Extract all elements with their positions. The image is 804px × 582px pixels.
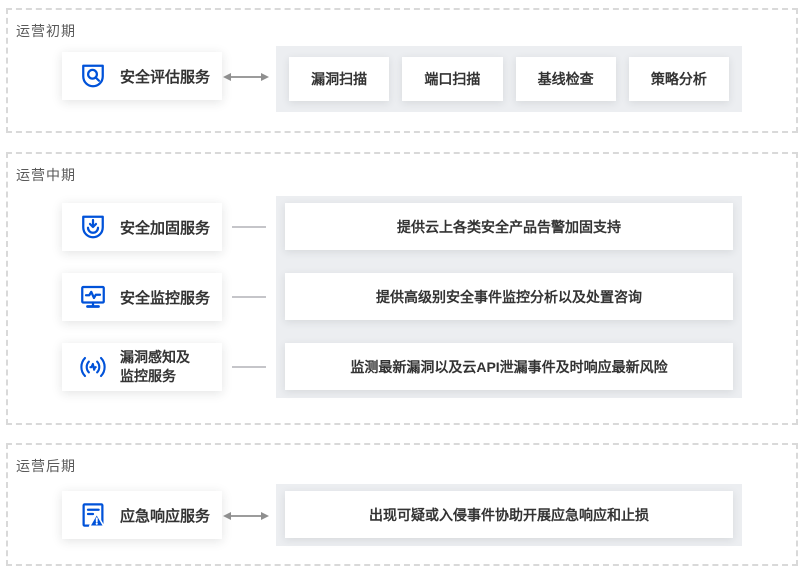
service-card-vuln-awareness: 漏洞感知及 监控服务: [62, 343, 222, 391]
item-vulnerability-scan: 漏洞扫描: [289, 57, 390, 101]
item-baseline-check: 基线检查: [515, 57, 616, 101]
doc-alert-icon: [78, 500, 108, 530]
service-card-label: 安全监控服务: [120, 289, 211, 307]
service-card-label: 安全加固服务: [120, 219, 211, 237]
section-mid-phase: 运营中期 安全加固服务 安全监控服务: [6, 152, 798, 425]
service-card-security-assessment: 安全评估服务: [62, 52, 222, 100]
section-title-mid: 运营中期: [16, 167, 76, 183]
service-card-label: 漏洞感知及 监控服务: [120, 348, 190, 386]
item-policy-analysis: 策略分析: [628, 57, 729, 101]
service-card-label-line2: 监控服务: [120, 368, 176, 384]
service-card-label: 应急响应服务: [120, 507, 211, 525]
shield-download-icon: [78, 212, 108, 242]
service-card-security-hardening: 安全加固服务: [62, 203, 222, 251]
item-port-scan: 端口扫描: [402, 57, 503, 101]
connector-line: [232, 366, 266, 368]
mid-phase-descriptions-panel: 提供云上各类安全产品告警加固支持 提供高级别安全事件监控分析以及处置咨询 监测最…: [276, 196, 742, 398]
service-card-label-line1: 漏洞感知及: [120, 349, 190, 365]
connector-line: [232, 226, 266, 228]
section-title-late: 运营后期: [16, 458, 76, 474]
assessment-items-panel: 漏洞扫描 端口扫描 基线检查 策略分析: [276, 46, 742, 112]
service-card-security-monitoring: 安全监控服务: [62, 273, 222, 321]
description-vuln-awareness: 监测最新漏洞以及云API泄漏事件及时响应最新风险: [285, 343, 733, 390]
service-card-emergency-response: 应急响应服务: [62, 491, 222, 539]
description-hardening: 提供云上各类安全产品告警加固支持: [285, 203, 733, 250]
description-emergency-response: 出现可疑或入侵事件协助开展应急响应和止损: [285, 491, 733, 538]
connector-line: [232, 296, 266, 298]
double-arrow-icon: [223, 509, 269, 521]
section-title-early: 运营初期: [16, 23, 76, 39]
service-card-label: 安全评估服务: [120, 68, 211, 86]
monitor-pulse-icon: [78, 282, 108, 312]
double-arrow-icon: [223, 70, 269, 82]
section-late-phase: 运营后期 应急响应服务 出现可疑或入侵事件协助开展应急响应和止损: [6, 443, 798, 566]
late-phase-descriptions-panel: 出现可疑或入侵事件协助开展应急响应和止损: [276, 484, 742, 546]
section-early-phase: 运营初期 安全评估服务 漏洞扫描 端口扫描 基线检查 策略分析: [6, 8, 798, 133]
shield-search-icon: [78, 61, 108, 91]
description-monitoring: 提供高级别安全事件监控分析以及处置咨询: [285, 273, 733, 320]
signal-waves-icon: [78, 352, 108, 382]
